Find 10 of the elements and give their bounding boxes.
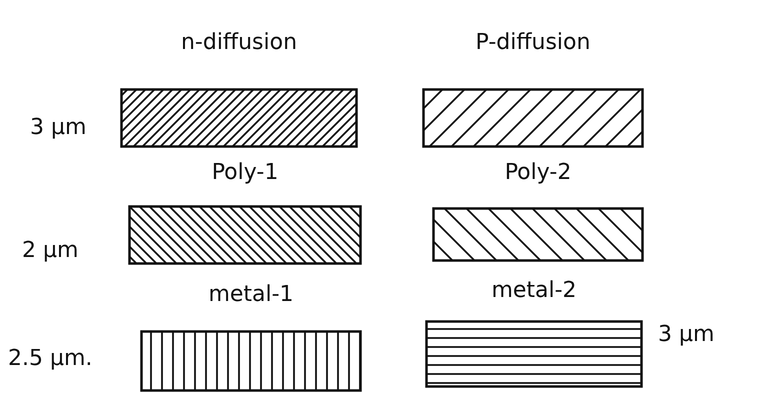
dimension-label: 2 µm xyxy=(22,238,78,263)
layer-name: Poly-2 xyxy=(504,160,572,185)
layer-name: Poly-1 xyxy=(210,160,280,185)
dimension-label: 3 µm xyxy=(658,322,714,347)
layer-name: metal-1 xyxy=(207,282,295,307)
layer-name: n-diffusion xyxy=(180,30,298,55)
dimension-label: 2.5 µm. xyxy=(8,346,92,371)
layer-name: metal-2 xyxy=(490,278,578,303)
dimension-label: 3 µm xyxy=(30,115,86,140)
layer-name: P-diffusion xyxy=(474,30,592,55)
